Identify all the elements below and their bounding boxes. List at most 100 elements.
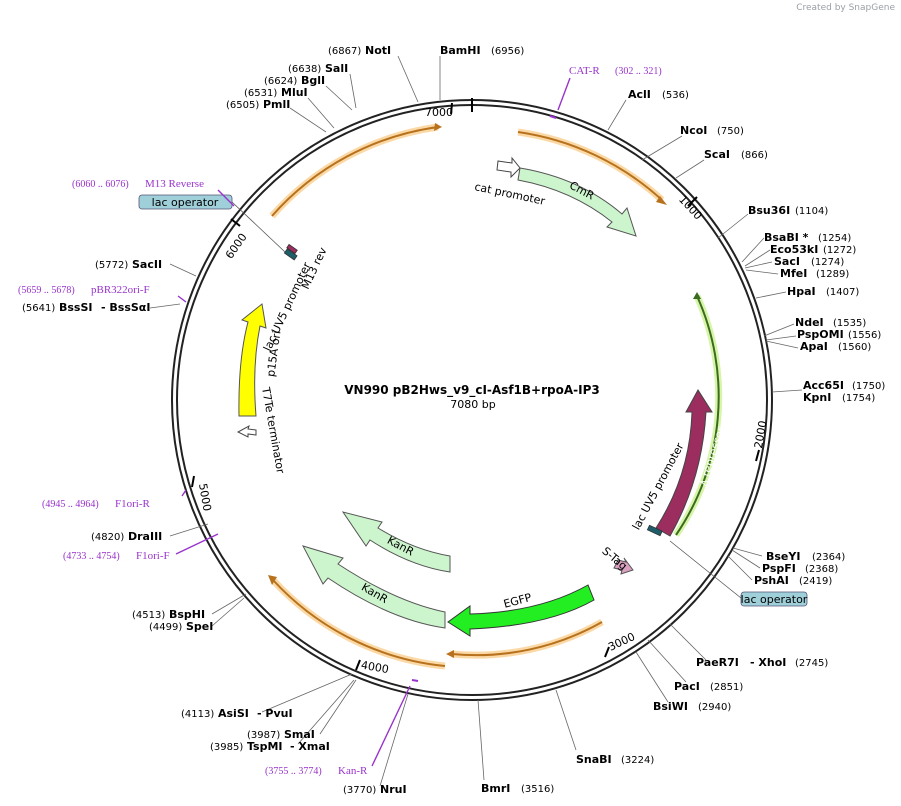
plasmid-name: VN990 pB2Hws_v9_cI-Asf1B+rpoA-IP3 — [344, 383, 599, 398]
tick-mark-6000 — [230, 218, 241, 227]
site-name-bsssi: BssSI — [59, 301, 93, 314]
site-leaders — [149, 55, 803, 787]
site-name-smai: SmaI — [284, 728, 315, 741]
leader-nrui — [379, 693, 409, 787]
site-pos-bsabi: (1254) — [818, 233, 851, 244]
site-pos-bsphi: (4513) — [132, 610, 165, 621]
lac-operator-right: lac operator — [669, 540, 808, 607]
arc-top-left-glow — [269, 123, 439, 219]
site-pos-sali: (6638) — [288, 64, 321, 75]
lambda-repressor-arrow — [655, 389, 713, 537]
enzyme-labels: (6867) NotI BamHI (6956) (6638) SalI (66… — [22, 44, 885, 796]
leader-sacii — [169, 263, 197, 277]
site-pos-bsssi: (5641) — [22, 303, 55, 314]
tick-label-3000: 3000 — [606, 630, 637, 654]
site-name-bsphi: BspHI — [169, 608, 205, 621]
primer-name-m13-reverse: M13 Reverse — [145, 178, 204, 190]
arc-top-right — [517, 131, 663, 201]
site-pos-ncoi: (750) — [717, 126, 744, 137]
site-name-pspfi: PspFI — [762, 562, 796, 575]
lac-uv5-right-marker — [646, 524, 663, 537]
arc-bottom-arrow — [446, 650, 454, 658]
tick-label-1000: 1000 — [676, 193, 705, 222]
site-pos-bsu36i: (1104) — [795, 206, 828, 217]
site-name-acc65i: Acc65I — [803, 379, 844, 392]
leader-mfei — [745, 269, 779, 275]
leader-bsssi — [149, 303, 181, 309]
site-name-pspomi: PspOMI — [797, 328, 844, 341]
site-pos-draiii: (4820) — [91, 532, 124, 543]
tick-mark-4000 — [355, 659, 361, 671]
arc-right — [675, 295, 720, 536]
site-pos-tspmi: (3985) — [210, 742, 243, 753]
s-tag-feature: S-Tag — [599, 544, 634, 575]
p15a-ori-feature: p15A ori — [238, 303, 284, 417]
site-pos-pspomi: (1556) — [848, 330, 881, 341]
site-pos-pspfi: (2368) — [805, 564, 838, 575]
site-pos-eco53ki: (1272) — [823, 245, 856, 256]
primer-tick-kan-r — [411, 679, 419, 682]
leader-pspfi — [731, 549, 761, 569]
site-pos-smai: (3987) — [247, 730, 280, 741]
site-name-eco53ki: Eco53kI — [770, 243, 818, 256]
site-pos-bgli: (6624) — [264, 76, 297, 87]
primer-range-kan-r: (3755 .. 3774) — [265, 766, 322, 777]
site-name-acli: AclI — [628, 88, 651, 101]
site-name-mfei: MfeI — [780, 267, 807, 280]
site-name-xhoi: - XhoI — [750, 656, 786, 669]
site-pos-pmli: (6505) — [226, 100, 259, 111]
leader-scai — [675, 159, 705, 179]
leader-pmli — [289, 107, 327, 133]
site-pos-scai: (866) — [741, 150, 768, 161]
site-pos-bamhi: (6956) — [491, 46, 524, 57]
primer-leader-m13-reverse — [217, 189, 235, 207]
arc-top-right-arrow — [656, 196, 667, 205]
leader-saci — [744, 261, 773, 269]
site-pos-noti: (6867) — [328, 46, 361, 57]
site-name-ncoi: NcoI — [680, 124, 707, 137]
leader-smai — [319, 679, 357, 735]
site-name-snabi: SnaBI — [576, 753, 612, 766]
plasmid-length: 7080 bp — [450, 398, 495, 411]
lac-uv5-left-marker — [283, 248, 298, 261]
lac-operator-right-leader — [669, 540, 742, 599]
leader-ndei — [763, 323, 795, 337]
site-pos-sacii: (5772) — [95, 260, 128, 271]
arc-top-left-arrow — [434, 123, 442, 131]
t7te-terminator-label: T7Te terminator — [259, 385, 287, 475]
egfp-arrow — [447, 584, 595, 637]
leader-bsabi — [741, 237, 765, 263]
leader-bsiwi — [635, 651, 669, 703]
tick-label-2000: 2000 — [752, 420, 770, 450]
leader-pspomi — [765, 335, 797, 341]
leader-bgli — [325, 85, 353, 111]
leader-tspmi — [297, 679, 355, 745]
leader-bseyi — [732, 547, 763, 557]
leader-eco53ki — [744, 249, 771, 267]
primer-leader-f1ori-f — [175, 533, 219, 555]
site-pos-acc65i: (1750) — [852, 381, 885, 392]
primer-name-pbr322ori-f: pBR322ori-F — [91, 284, 150, 296]
site-name-kpni: KpnI — [803, 391, 831, 404]
site-name-bsabi: BsaBI * — [764, 231, 809, 244]
site-pos-hpai: (1407) — [826, 287, 859, 298]
cat-promoter-arrow — [496, 156, 521, 179]
primer-range-f1ori-r: (4945 .. 4964) — [42, 499, 99, 510]
site-pos-apai: (1560) — [838, 342, 871, 353]
primer-leader-kan-r — [371, 685, 411, 767]
site-name-pvui: - PvuI — [257, 707, 293, 720]
tick-mark-3000 — [604, 646, 610, 658]
leader-bsphi — [211, 593, 247, 615]
site-pos-pshai: (2419) — [799, 576, 832, 587]
leader-draiii — [169, 523, 209, 537]
primer-range-pbr322ori-f: (5659 .. 5678) — [18, 285, 75, 296]
site-name-pshai: PshAI — [754, 574, 789, 587]
primer-marks — [175, 77, 571, 767]
site-name-hpai: HpaI — [787, 285, 816, 298]
primer-name-f1ori-f: F1ori-F — [136, 550, 170, 562]
lac-operator-left-leader — [231, 201, 286, 253]
kanr-inner-arrow — [341, 511, 451, 573]
site-name-bsu36i: Bsu36I — [748, 204, 790, 217]
site-pos-snabi: (3224) — [621, 755, 654, 766]
